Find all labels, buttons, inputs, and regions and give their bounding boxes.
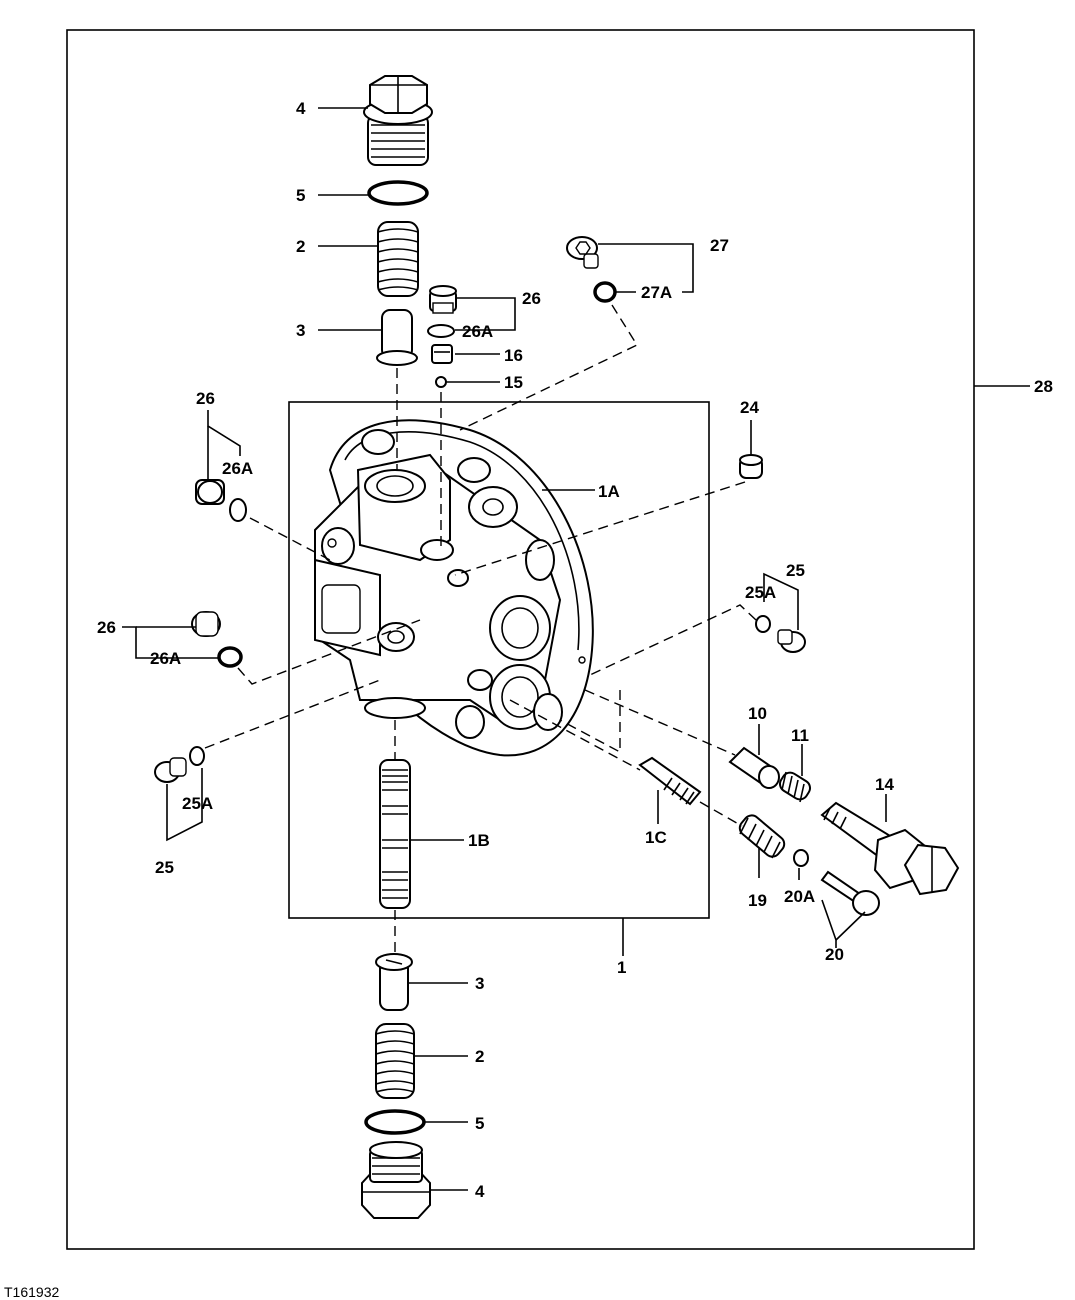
o-ring-26a-left <box>229 498 247 522</box>
callout-labels: 4 5 2 3 26 26A 16 15 27 27A 28 26 26A 1A… <box>97 99 1053 1201</box>
sleeve-10 <box>728 746 780 789</box>
callout-20: 20 <box>825 945 844 964</box>
alignment-lines <box>204 304 757 958</box>
o-ring-26a-top <box>427 324 455 338</box>
spring-top <box>377 221 419 297</box>
callout-25a-right: 25A <box>745 583 776 602</box>
callout-26a-top: 26A <box>462 322 493 341</box>
o-ring-20a <box>793 849 809 867</box>
leader-lines <box>122 107 1030 1191</box>
callout-10: 10 <box>748 704 767 723</box>
callout-19: 19 <box>748 891 767 910</box>
o-ring-25a-right <box>755 615 771 633</box>
callout-2-top: 2 <box>296 237 305 256</box>
plug-16 <box>431 344 453 364</box>
callout-26-left: 26 <box>196 389 215 408</box>
plug-24 <box>739 454 763 479</box>
callout-28: 28 <box>1034 377 1053 396</box>
plug-top <box>363 75 433 166</box>
callout-15: 15 <box>504 373 523 392</box>
callout-24: 24 <box>740 398 759 417</box>
callout-26a-left: 26A <box>222 459 253 478</box>
callout-26a-mid: 26A <box>150 649 181 668</box>
o-ring-25a-left <box>189 746 205 766</box>
callout-25-left: 25 <box>155 858 174 877</box>
housing-frame <box>288 401 710 919</box>
callout-11: 11 <box>791 726 809 745</box>
callout-26-top: 26 <box>522 289 541 308</box>
adjuster-14 <box>820 801 960 896</box>
callout-16: 16 <box>504 346 523 365</box>
piston-top <box>376 309 418 366</box>
figure-id: T161932 <box>4 1284 59 1300</box>
callout-20a: 20A <box>784 887 815 906</box>
callout-3-top: 3 <box>296 321 305 340</box>
callout-5-top: 5 <box>296 186 305 205</box>
callout-4-top: 4 <box>296 99 306 118</box>
callout-4-bottom: 4 <box>475 1182 485 1201</box>
o-ring-27a <box>593 281 617 303</box>
plug-25-right <box>777 629 806 653</box>
spool-1c <box>638 756 702 806</box>
spring-bottom <box>375 1023 415 1099</box>
callout-1: 1 <box>617 958 626 977</box>
callout-14: 14 <box>875 775 894 794</box>
piston-bottom <box>375 953 413 1011</box>
callout-25a-left: 25A <box>182 794 213 813</box>
o-ring-26a-mid <box>217 646 243 668</box>
spring-11 <box>779 771 811 803</box>
plug-26-left <box>195 479 225 505</box>
callout-27: 27 <box>710 236 729 255</box>
o-ring-bottom <box>364 1109 426 1135</box>
callout-27a: 27A <box>641 283 672 302</box>
plug-26-mid <box>191 611 221 637</box>
assembly-frame <box>66 29 975 1250</box>
callout-2-bottom: 2 <box>475 1047 484 1066</box>
plug-bottom <box>361 1141 431 1219</box>
spring-19 <box>738 814 786 859</box>
callout-25-right: 25 <box>786 561 805 580</box>
bolt-20 <box>820 870 880 916</box>
callout-1b: 1B <box>468 831 490 850</box>
callout-1c: 1C <box>645 828 667 847</box>
callout-5-bottom: 5 <box>475 1114 484 1133</box>
callout-1a: 1A <box>598 482 620 501</box>
callout-26-mid: 26 <box>97 618 116 637</box>
plug-27 <box>566 236 599 269</box>
ball-15 <box>435 376 447 388</box>
callout-3-bottom: 3 <box>475 974 484 993</box>
o-ring-top <box>367 180 429 206</box>
plug-25-left <box>154 757 187 783</box>
plug-26-top <box>429 285 457 314</box>
spool-1b <box>379 759 411 909</box>
valve-body-1a <box>314 419 594 757</box>
